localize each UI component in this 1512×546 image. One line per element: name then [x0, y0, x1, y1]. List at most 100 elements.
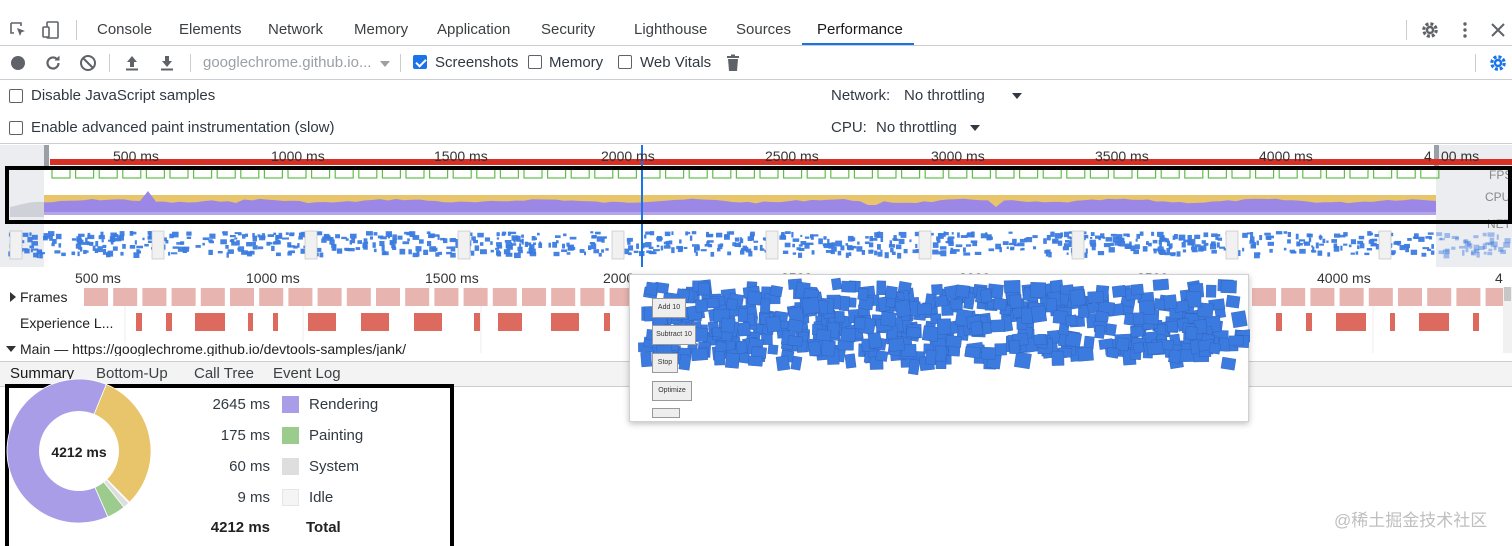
advanced-paint-checkbox[interactable] — [9, 121, 23, 135]
experience-track-label[interactable]: Experience L... — [18, 315, 116, 331]
frame-block[interactable] — [405, 288, 430, 306]
screenshot-thumbnail[interactable] — [304, 230, 318, 260]
timeline-overview[interactable]: FPS CPU NET — [0, 145, 1512, 267]
reload-record-icon[interactable] — [43, 53, 63, 73]
frame-block[interactable] — [434, 288, 459, 306]
frame-block[interactable] — [1427, 288, 1452, 306]
frame-block[interactable] — [1456, 288, 1481, 306]
recording-select[interactable]: googlechrome.github.io... — [203, 54, 372, 71]
screenshot-thumbnail[interactable] — [611, 230, 625, 260]
flame-chart[interactable] — [0, 287, 1512, 359]
frame-block[interactable] — [259, 288, 284, 306]
tab-memory[interactable]: Memory — [354, 21, 409, 38]
frame-block[interactable] — [317, 288, 342, 306]
tab-performance[interactable]: Performance — [817, 21, 903, 38]
experience-block[interactable] — [551, 313, 579, 331]
network-throttle-select[interactable]: No throttling — [904, 87, 985, 104]
frame-block[interactable] — [346, 288, 371, 306]
net-mark — [392, 246, 397, 250]
tab-elements[interactable]: Elements — [179, 21, 242, 38]
experience-block[interactable] — [136, 313, 142, 331]
more-options-icon[interactable] — [1455, 20, 1475, 40]
screenshot-thumbnail[interactable] — [457, 230, 471, 260]
experience-block[interactable] — [195, 313, 225, 331]
tab-network[interactable]: Network — [268, 21, 324, 38]
gear-icon[interactable] — [1420, 20, 1440, 40]
screenshot-thumbnail[interactable] — [9, 230, 23, 260]
screenshot-thumbnail[interactable] — [151, 230, 165, 260]
frame-block[interactable] — [1398, 288, 1422, 306]
tab-lighthouse[interactable]: Lighthouse — [634, 21, 708, 38]
record-icon[interactable] — [8, 53, 28, 73]
device-toolbar-icon[interactable] — [41, 20, 61, 40]
frame-block[interactable] — [200, 288, 225, 306]
experience-block[interactable] — [1390, 313, 1395, 331]
download-icon[interactable] — [157, 53, 177, 73]
experience-block[interactable] — [1419, 313, 1449, 331]
experience-block[interactable] — [1276, 313, 1282, 331]
frame-block[interactable] — [492, 288, 517, 306]
screenshot-thumbnail[interactable] — [765, 230, 779, 260]
tab-event-log[interactable]: Event Log — [273, 365, 341, 382]
clear-icon[interactable] — [78, 53, 98, 73]
chevron-down-icon[interactable] — [378, 53, 392, 73]
tab-security[interactable]: Security — [541, 21, 596, 38]
frame-block[interactable] — [1339, 288, 1364, 306]
frame-block[interactable] — [1310, 288, 1335, 306]
experience-block[interactable] — [166, 313, 172, 331]
frames-track-label[interactable]: Frames — [18, 289, 70, 305]
cpu-throttle-select[interactable]: No throttling — [876, 119, 957, 136]
frame-block[interactable] — [1252, 288, 1276, 306]
frame-block[interactable] — [142, 288, 167, 306]
screenshot-thumbnail[interactable] — [1071, 230, 1085, 260]
tab-call-tree[interactable]: Call Tree — [194, 365, 255, 382]
capture-settings-icon[interactable] — [1488, 53, 1508, 73]
frame-block[interactable] — [580, 288, 605, 306]
main-track-label[interactable]: Main — https://googlechrome.github.io/de… — [18, 341, 408, 356]
experience-block[interactable] — [248, 313, 253, 331]
experience-block[interactable] — [1336, 313, 1366, 331]
frame-block[interactable] — [551, 288, 576, 306]
screenshot-thumbnail[interactable] — [1225, 230, 1239, 260]
frame-block[interactable] — [288, 288, 313, 306]
screenshots-checkbox[interactable] — [413, 55, 427, 69]
upload-icon[interactable] — [122, 53, 142, 73]
inspect-element-icon[interactable] — [8, 20, 28, 40]
experience-block[interactable] — [498, 313, 522, 331]
memory-checkbox[interactable] — [528, 55, 542, 69]
experience-block[interactable] — [1473, 313, 1479, 331]
close-icon[interactable] — [1488, 20, 1508, 40]
frame-block[interactable] — [171, 288, 196, 306]
experience-block[interactable] — [308, 313, 336, 331]
frame-block[interactable] — [463, 288, 488, 306]
frame-block[interactable] — [84, 288, 108, 306]
experience-block[interactable] — [361, 313, 389, 331]
web-vitals-checkbox[interactable] — [618, 55, 632, 69]
experience-block[interactable] — [604, 313, 610, 331]
tab-application[interactable]: Application — [437, 21, 511, 38]
screenshot-thumbnail[interactable] — [1378, 230, 1392, 260]
chevron-down-icon[interactable] — [1011, 91, 1023, 101]
expand-arrow-icon[interactable] — [8, 292, 18, 302]
tab-sources[interactable]: Sources — [736, 21, 792, 38]
collapse-arrow-icon[interactable] — [6, 344, 16, 354]
overview-pane[interactable]: FPS CPU NET — [0, 145, 1512, 267]
experience-block[interactable] — [474, 313, 480, 331]
disable-js-samples-checkbox[interactable] — [9, 89, 23, 103]
frame-block[interactable] — [113, 288, 138, 306]
frame-block[interactable] — [1368, 288, 1393, 306]
chevron-down-icon[interactable] — [969, 123, 981, 133]
experience-block[interactable] — [1306, 313, 1312, 331]
tab-bottom-up[interactable]: Bottom-Up — [96, 365, 168, 382]
frame-block[interactable] — [1281, 288, 1306, 306]
tab-console[interactable]: Console — [97, 21, 153, 38]
tab-summary[interactable]: Summary — [10, 365, 75, 382]
experience-block[interactable] — [414, 313, 442, 331]
screenshot-thumbnail[interactable] — [918, 230, 932, 260]
frame-block[interactable] — [230, 288, 254, 306]
frame-block[interactable] — [609, 288, 634, 306]
experience-block[interactable] — [273, 313, 278, 331]
trash-icon[interactable] — [723, 53, 743, 73]
frame-block[interactable] — [376, 288, 400, 306]
frame-block[interactable] — [522, 288, 546, 306]
